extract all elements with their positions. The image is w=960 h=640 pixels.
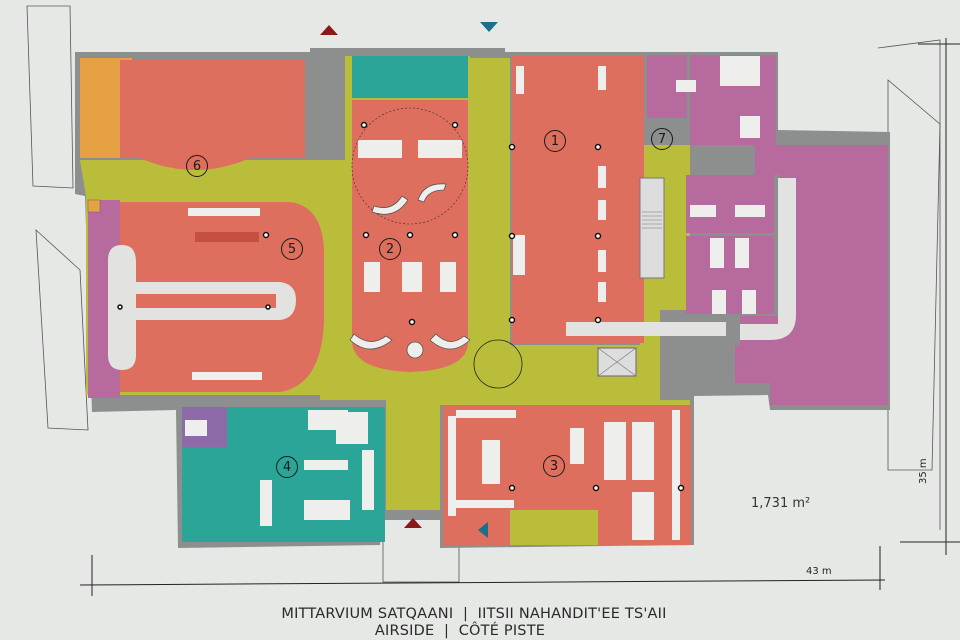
corridor-circle: [473, 339, 523, 389]
caption-line-1: MITTARVIUM SATQAANI | IITSII NAHANDIT'EE…: [0, 606, 954, 622]
caption-line-2: AIRSIDE | CÔTÉ PISTE: [0, 623, 940, 639]
exit-arrow-top: [480, 22, 498, 32]
elevator-left: [87, 199, 101, 213]
entry-arrow-bottom: [404, 518, 422, 528]
zone-6-number: 6: [192, 158, 202, 174]
restrooms-zone-6: [120, 60, 305, 170]
lounge-circle: [351, 107, 469, 225]
caption-inuktitut: MITTARVIUM SATQAANI: [281, 606, 454, 622]
caption-english: AIRSIDE: [374, 623, 435, 639]
zone-6-badge: 6: [186, 155, 208, 177]
entry-arrow-top: [320, 25, 338, 35]
caption-separator-2: |: [443, 623, 450, 639]
zone-2-number: 2: [385, 241, 395, 257]
height-dimension: 35 m: [918, 458, 929, 484]
stair-steps: [642, 211, 662, 229]
total-area: 1,731 m²: [751, 496, 811, 511]
office-mid-2: [686, 236, 774, 314]
hatched-bar: [195, 232, 259, 242]
zone-5-number: 5: [287, 241, 297, 257]
counter-bar: [566, 322, 726, 336]
zone-5-badge: 5: [281, 238, 303, 260]
restroom-right: [735, 345, 770, 383]
lounge-sofas: [349, 183, 471, 359]
zone-4-badge: 4: [276, 456, 298, 478]
baggage-belt-inner: [136, 294, 276, 308]
exit-arrow-bottom: [478, 522, 488, 538]
airside-vestibule: [510, 510, 598, 545]
counter-curve: [740, 178, 796, 340]
zone-3-number: 3: [549, 458, 559, 474]
office-mid-1: [686, 175, 774, 233]
zone-7-badge: 7: [651, 128, 673, 150]
zone-1-badge: 1: [544, 130, 566, 152]
zone-4-number: 4: [282, 459, 292, 475]
zone-2-badge: 2: [379, 238, 401, 260]
caption-french: CÔTÉ PISTE: [458, 623, 546, 639]
width-dimension: 43 m: [806, 566, 832, 577]
caption-separator: |: [462, 606, 469, 622]
zone-7-number: 7: [657, 131, 667, 147]
seating: [188, 66, 680, 540]
gate-zone-1: [512, 55, 644, 343]
teal-room-top: [352, 56, 468, 98]
office-furniture: [185, 56, 765, 436]
large-office-area: [740, 145, 888, 405]
columns: [117, 121, 685, 492]
caption-gwichin: IITSII NAHANDIT'EE TS'AII: [477, 606, 667, 622]
zone-3-badge: 3: [543, 455, 565, 477]
zone-1-number: 1: [550, 133, 560, 149]
dimension-lines: [79, 38, 960, 596]
